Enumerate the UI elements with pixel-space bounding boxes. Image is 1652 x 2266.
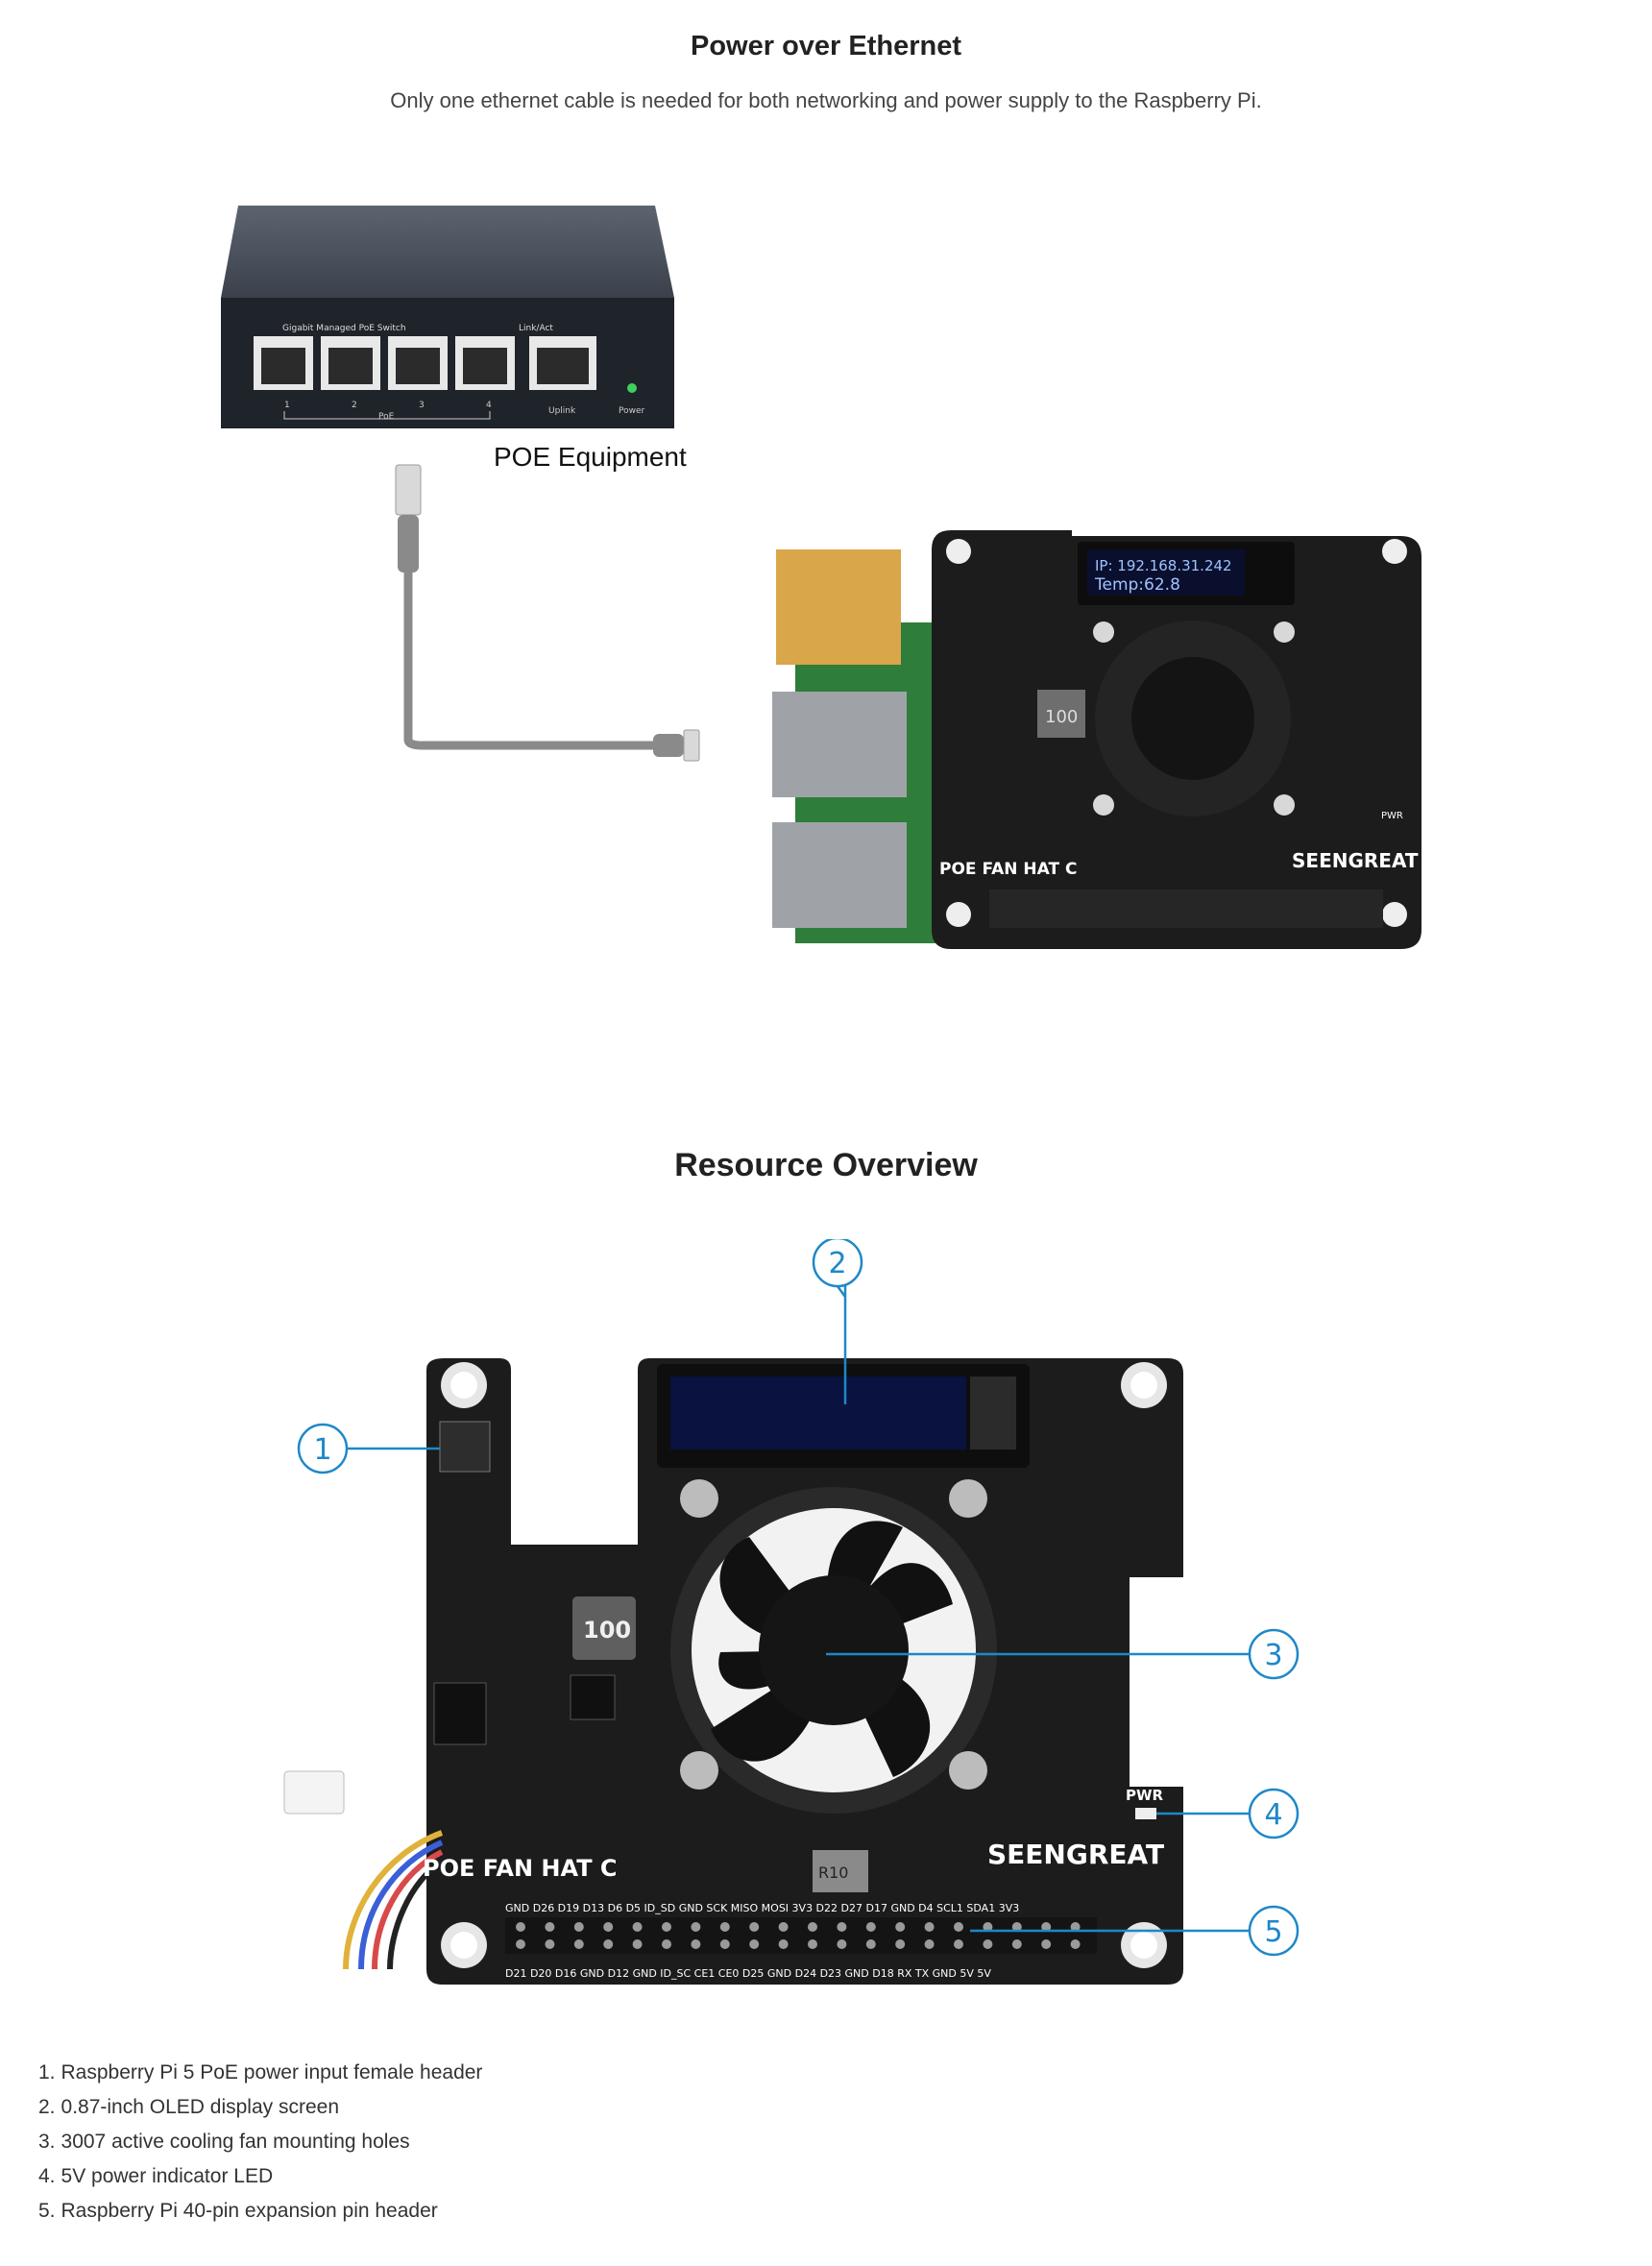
pin-labels-top: GND D26 D19 D13 D6 D5 ID_SD GND SCK MISO… (505, 1902, 1019, 1914)
fan-connector (283, 1770, 345, 1815)
poe-switch-image: Gigabit Managed PoE Switch Link/Act 1 2 … (221, 206, 674, 428)
gpio-pin (719, 1939, 730, 1949)
gpio-pin (895, 1922, 906, 1932)
switch-poe-text: PoE (378, 412, 395, 422)
gpio-pin (691, 1939, 701, 1949)
gpio-pin (1011, 1939, 1022, 1949)
gpio-pin (983, 1922, 993, 1932)
callout-5-label: 5 (1264, 1915, 1282, 1949)
gpio-pin (954, 1922, 963, 1932)
gpio-pin (1041, 1939, 1052, 1949)
gpio-pin (1070, 1939, 1081, 1949)
feature-item-3: 3.3007 active cooling fan mounting holes (38, 2131, 410, 2153)
feature-item-1: 1.Raspberry Pi 5 PoE power input female … (38, 2061, 483, 2083)
section-title-poe: Power over Ethernet (690, 31, 962, 61)
section-subtitle-poe: Only one ethernet cable is needed for bo… (390, 88, 1262, 112)
gpio-pin (603, 1922, 614, 1932)
oled-screen (1087, 549, 1245, 596)
pwr-led (1135, 1808, 1156, 1819)
gpio-pin (749, 1939, 760, 1949)
resource-overview-diagram: 100 R10 PWR POE FAN HAT C SEENGREAT GND … (283, 1239, 1300, 1985)
gpio-pin (924, 1922, 935, 1932)
usb-port-icon (772, 822, 907, 928)
raspberry-pi-with-hat-image: IP: 192.168.31.242 Temp:62.8 100 POE FAN… (772, 530, 1421, 949)
oled-line-temp: Temp:62.8 (1094, 575, 1180, 595)
callout-4-label: 4 (1264, 1798, 1282, 1832)
switch-port-1: 1 (284, 401, 290, 410)
gpio-pin (603, 1939, 614, 1949)
gpio-pin (691, 1922, 701, 1932)
feature-item-5: 5.Raspberry Pi 40-pin expansion pin head… (38, 2200, 438, 2222)
gpio-pin (778, 1939, 789, 1949)
feature-item-2: 2.0.87-inch OLED display screen (38, 2096, 339, 2118)
mount-screw-icon (1093, 621, 1295, 816)
gpio-pin (865, 1922, 876, 1932)
callout-2-label: 2 (828, 1247, 846, 1280)
gpio-pin (573, 1939, 584, 1949)
gpio-pin (865, 1939, 876, 1949)
switch-uplink-text: Uplink (548, 406, 576, 416)
gpio-pin (983, 1939, 993, 1949)
switch-port-4: 4 (486, 401, 492, 410)
pwr-label: PWR (1381, 811, 1403, 821)
gpio-pin (924, 1939, 935, 1949)
board-name-label: POE FAN HAT C (939, 860, 1077, 879)
switch-power-text: Power (619, 406, 645, 416)
fan-screw-icon (680, 1479, 987, 1790)
gpio-pin (1011, 1922, 1022, 1932)
pwr-label: PWR (1126, 1787, 1164, 1804)
gpio-pin (662, 1922, 671, 1932)
gpio-pin (808, 1939, 817, 1949)
gpio-pin (895, 1939, 906, 1949)
gpio-pin (662, 1939, 671, 1949)
section-title-resource: Resource Overview (674, 1147, 978, 1183)
callout-1 (297, 1423, 349, 1474)
gpio-pin (632, 1922, 643, 1932)
gpio-pin (954, 1939, 963, 1949)
gpio-pin (778, 1922, 789, 1932)
gpio-pin (837, 1922, 847, 1932)
gpio-pin (573, 1922, 584, 1932)
gpio-pin (545, 1939, 555, 1949)
inductor-label: 100 (1045, 707, 1078, 727)
gpio-pin (632, 1939, 643, 1949)
gpio-pin (1041, 1922, 1052, 1932)
feature-list: 1.Raspberry Pi 5 PoE power input female … (38, 2056, 482, 2229)
gpio-pin (1070, 1922, 1081, 1932)
pin-header (989, 889, 1383, 928)
oled-line-ip: IP: 192.168.31.242 (1095, 557, 1232, 574)
callout-3-label: 3 (1264, 1639, 1282, 1672)
gpio-pin (837, 1939, 847, 1949)
ethernet-cable-image (395, 464, 700, 762)
poe-input-header (439, 1421, 491, 1473)
switch-model-text: Gigabit Managed PoE Switch (282, 324, 406, 333)
switch-power-led (627, 383, 637, 393)
r10-label: R10 (818, 1864, 848, 1882)
inductor-label: 100 (583, 1617, 631, 1644)
ethernet-jack-icon (776, 549, 901, 665)
gpio-pin (719, 1922, 730, 1932)
board-name-label: POE FAN HAT C (423, 1855, 618, 1882)
switch-port-3: 3 (419, 401, 425, 410)
switch-port-2: 2 (352, 401, 357, 410)
board-brand-label: SEENGREAT (1292, 849, 1419, 872)
board-brand-label: SEENGREAT (987, 1839, 1164, 1870)
gpio-pin (516, 1939, 525, 1949)
gpio-header (505, 1917, 1097, 1954)
oled-screen (670, 1377, 966, 1450)
gpio-pin (749, 1922, 760, 1932)
callout-1-label: 1 (313, 1433, 331, 1467)
poe-equipment-label: POE Equipment (494, 442, 687, 472)
usb-port-icon (772, 692, 907, 797)
gpio-pin (545, 1922, 555, 1932)
gpio-pin (808, 1922, 817, 1932)
gpio-pin (516, 1922, 525, 1932)
switch-link-text: Link/Act (519, 324, 553, 333)
feature-item-4: 4.5V power indicator LED (38, 2165, 274, 2187)
pin-labels-bottom: D21 D20 D16 GND D12 GND ID_SC CE1 CE0 D2… (505, 1967, 991, 1980)
